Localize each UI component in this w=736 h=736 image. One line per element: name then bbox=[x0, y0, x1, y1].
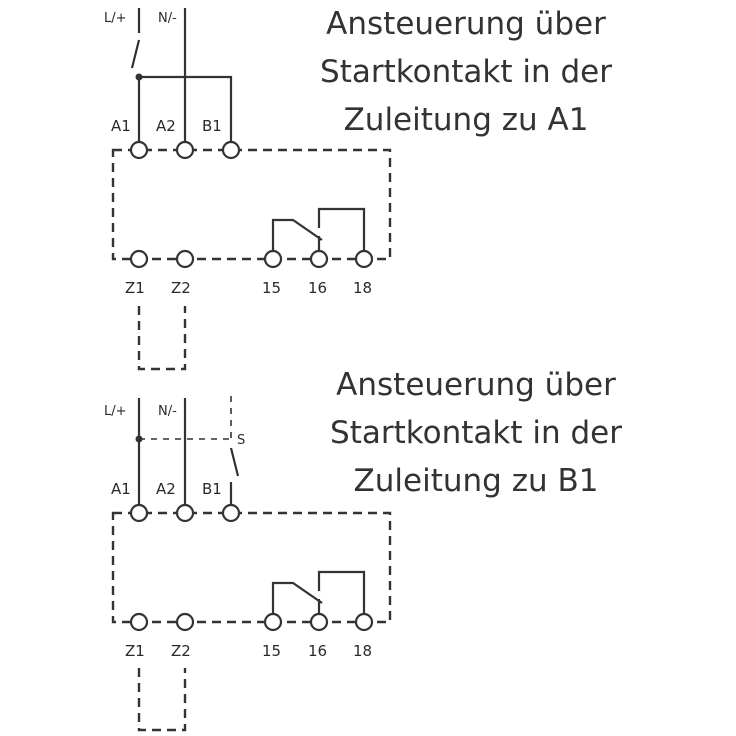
diagram-1-device-housing bbox=[111, 148, 392, 261]
diagram-1-z-bridge bbox=[137, 306, 187, 371]
diagram-2-terminal-16 bbox=[309, 612, 329, 632]
diagram-2-contact-18-wire bbox=[317, 570, 366, 613]
diagram-2-title-line-3: Zuleitung zu B1 bbox=[354, 463, 599, 499]
diagram-1-terminal-a1 bbox=[129, 140, 149, 160]
diagram-1-terminal-16 bbox=[309, 249, 329, 269]
diagram-2-device-housing bbox=[111, 511, 392, 624]
diagram-1-terminal-a2 bbox=[175, 140, 195, 160]
diagram-1-contact-18-wire bbox=[317, 207, 366, 250]
diagram-1-terminal-z2 bbox=[175, 249, 195, 269]
diagram-2-terminal-label-18: 18 bbox=[353, 642, 372, 660]
diagram-2-terminal-label-z1: Z1 bbox=[125, 642, 145, 660]
diagram-1-terminal-15 bbox=[263, 249, 283, 269]
diagram-1-terminal-label-z2: Z2 bbox=[171, 279, 191, 297]
diagram-1-terminal-label-z1: Z1 bbox=[125, 279, 145, 297]
diagram-2-switch-label: S bbox=[237, 433, 245, 448]
diagram-1-terminal-18 bbox=[354, 249, 374, 269]
diagram-2-z-bridge bbox=[137, 668, 187, 732]
diagram-1-b1-bridge bbox=[139, 75, 233, 142]
diagram-1-terminal-label-16: 16 bbox=[308, 279, 327, 297]
diagram-1-title-line-3: Zuleitung zu A1 bbox=[344, 102, 589, 138]
diagram-2-label-line: L/+ bbox=[104, 404, 127, 419]
diagram-2-terminal-label-b1: B1 bbox=[202, 480, 222, 498]
diagram-1-start-contact bbox=[130, 39, 141, 69]
diagram-1-title-line-1: Ansteuerung über bbox=[326, 6, 606, 42]
diagram-2-contact-15-blade bbox=[271, 581, 323, 613]
diagram-1-label-line: L/+ bbox=[104, 11, 127, 26]
diagram-2-terminal-15 bbox=[263, 612, 283, 632]
diagram-1-terminal-label-15: 15 bbox=[262, 279, 281, 297]
diagram-2-terminal-a2 bbox=[175, 503, 195, 523]
diagram-2-terminal-label-16: 16 bbox=[308, 642, 327, 660]
diagram-2-start-switch bbox=[229, 447, 240, 477]
diagram-2-terminal-label-z2: Z2 bbox=[171, 642, 191, 660]
diagram-2-terminal-a1 bbox=[129, 503, 149, 523]
diagram-2-terminal-label-a2: A2 bbox=[156, 480, 176, 498]
diagram-1-terminal-label-a2: A2 bbox=[156, 117, 176, 135]
diagram-1-terminal-b1 bbox=[221, 140, 241, 160]
diagram-a1: Ansteuerung über Startkontakt in der Zul… bbox=[104, 6, 612, 371]
diagram-2-title-line-2: Startkontakt in der bbox=[330, 415, 622, 451]
diagram-1-terminal-label-18: 18 bbox=[353, 279, 372, 297]
diagram-1-title-line-2: Startkontakt in der bbox=[320, 54, 612, 90]
diagram-1-contact-15-blade bbox=[271, 218, 323, 250]
diagram-2-label-neutral: N/- bbox=[158, 404, 177, 419]
diagram-2-terminal-b1 bbox=[221, 503, 241, 523]
diagram-2-terminal-label-15: 15 bbox=[262, 642, 281, 660]
diagram-1-terminal-z1 bbox=[129, 249, 149, 269]
diagram-1-terminal-label-b1: B1 bbox=[202, 117, 222, 135]
diagram-2-terminal-18 bbox=[354, 612, 374, 632]
diagram-2-terminal-label-a1: A1 bbox=[111, 480, 131, 498]
diagram-b1: Ansteuerung über Startkontakt in der Zul… bbox=[104, 367, 622, 732]
diagram-2-terminal-z2 bbox=[175, 612, 195, 632]
diagram-1-label-neutral: N/- bbox=[158, 11, 177, 26]
diagram-1-terminal-label-a1: A1 bbox=[111, 117, 131, 135]
diagram-2-title-line-1: Ansteuerung über bbox=[336, 367, 616, 403]
diagram-2-terminal-z1 bbox=[129, 612, 149, 632]
